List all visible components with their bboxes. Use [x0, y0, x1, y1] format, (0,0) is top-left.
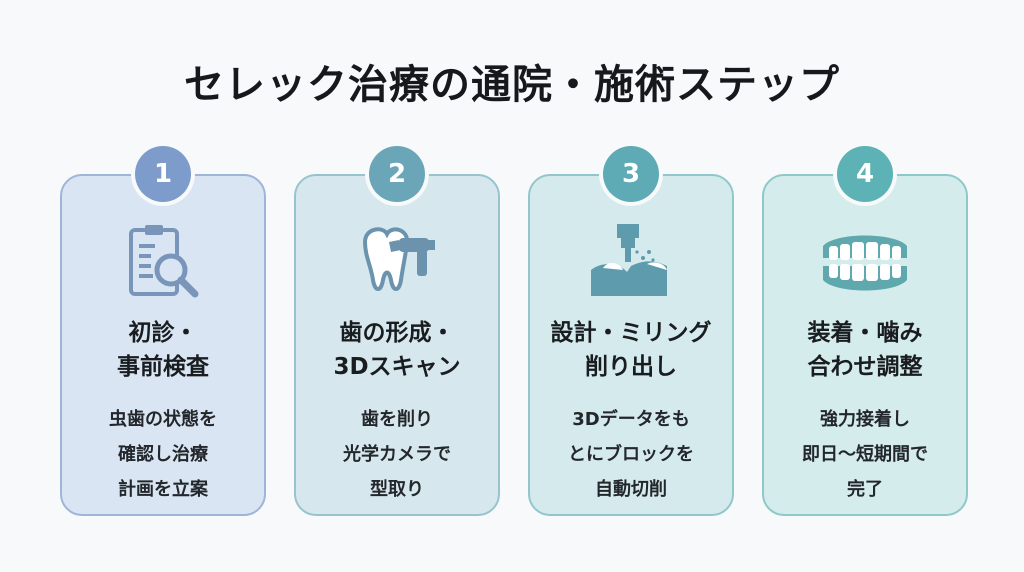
step-number-badge: 2 [369, 146, 425, 202]
step-heading: 初診・ 事前検査 [117, 320, 209, 380]
step-card-4: 4 装着・噛み 合わせ調整 強力接着し 即日〜短期間で 完了 [762, 146, 968, 516]
step-description: 強力接着し 即日〜短期間で 完了 [802, 409, 928, 500]
milling-machine-icon [591, 224, 667, 296]
step-number-badge: 1 [135, 146, 191, 202]
step-heading: 装着・噛み 合わせ調整 [807, 320, 923, 380]
step-description: 3Dデータをも とにブロックを 自動切削 [568, 409, 694, 500]
step-description: 歯を削り 光学カメラで 型取り [343, 409, 451, 500]
step-number-badge: 3 [603, 146, 659, 202]
step-description: 虫歯の状態を 確認し治療 計画を立案 [109, 409, 217, 500]
step-card-3: 3 設計・ミリング 削り出し 3Dデータをも とにブロックを 自動切削 [528, 146, 734, 516]
step-heading: 歯の形成・ 3Dスキャン [333, 320, 461, 380]
page-title: セレック治療の通院・施術ステップ [184, 62, 840, 108]
tooth-scanner-icon [362, 227, 435, 291]
teeth-icon [823, 235, 907, 291]
step-card-1: 1 初診・ 事前検査 虫歯の状態を 確認し治療 計画を立案 [60, 146, 266, 516]
step-card-2: 2 歯の形成・ 3Dスキャン 歯を削り 光学カメラで 型取り [294, 146, 500, 516]
step-number-badge: 4 [837, 146, 893, 202]
step-heading: 設計・ミリング 削り出し [550, 320, 712, 380]
clipboard-magnifier-icon [129, 225, 199, 298]
